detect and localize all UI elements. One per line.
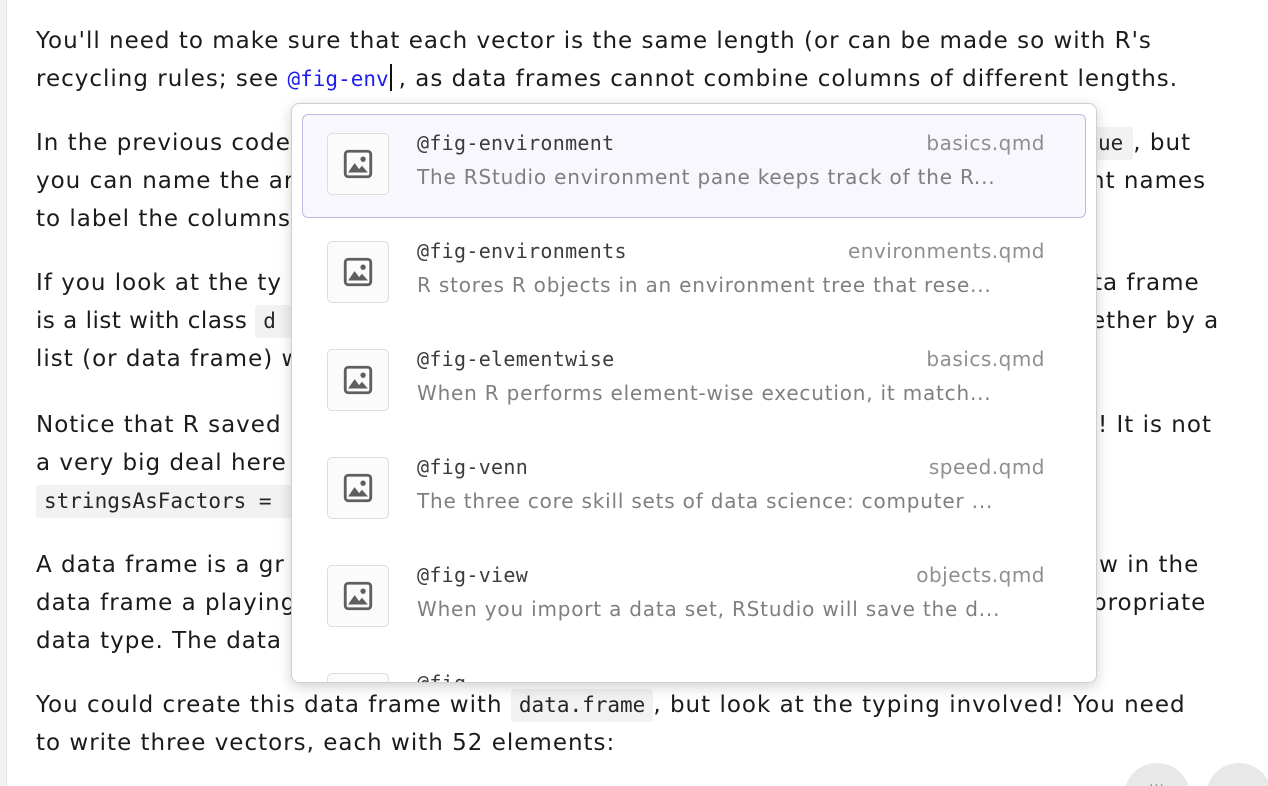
- text-line: recycling rules; see @fig-env , as data f…: [36, 60, 1178, 98]
- text-fragment: recycling rules; see: [36, 66, 288, 92]
- completion-label: @fig-elementwise: [417, 347, 615, 371]
- image-icon: [327, 349, 389, 411]
- text-line: A data frame is a gr: [36, 546, 285, 584]
- completion-item-fig-environment[interactable]: @fig-environment basics.qmd The RStudio …: [302, 114, 1086, 218]
- image-icon: [327, 565, 389, 627]
- text-line: you can name the ar: [36, 162, 294, 200]
- image-icon: [327, 673, 389, 682]
- completion-item-fig-elementwise[interactable]: @fig-elementwise basics.qmd When R perfo…: [302, 330, 1086, 434]
- completion-description: When you import a data set, RStudio will…: [417, 597, 1001, 621]
- text-fragment: ow in the: [1084, 552, 1200, 578]
- inline-code: stringsAsFactors =: [36, 485, 298, 518]
- text-line: to label the columns: [36, 200, 291, 238]
- text-fragment: ta frame: [1093, 270, 1200, 296]
- completion-item-fig-view[interactable]: @fig-view objects.qmd When you import a …: [302, 546, 1086, 650]
- text-line: ta frame: [1093, 264, 1200, 302]
- ellipsis-icon: ...: [1149, 775, 1165, 786]
- text-fragment: propriate: [1092, 590, 1207, 616]
- text-line: to write three vectors, each with 52 ele…: [36, 724, 615, 762]
- completion-description: The RStudio environment pane keeps track…: [417, 165, 996, 189]
- completion-label: @fig-environment: [417, 131, 615, 155]
- text-line: ow in the: [1084, 546, 1199, 584]
- text-fragment: is a list with class: [36, 308, 256, 334]
- completion-item-fig-environments[interactable]: @fig-environments environments.qmd R sto…: [302, 222, 1086, 326]
- image-icon: [327, 241, 389, 303]
- text-fragment: data type. The data: [36, 628, 283, 654]
- completion-label: @fig-venn: [417, 455, 529, 479]
- text-cursor: [389, 64, 392, 91]
- completion-file: basics.qmd: [926, 347, 1045, 371]
- completion-label: @fig-view: [417, 563, 529, 587]
- text-fragment: ether by a: [1091, 308, 1220, 334]
- text-fragment: a very big deal here: [36, 450, 287, 476]
- completion-label: @fig-environments: [417, 239, 627, 263]
- text-fragment: you can name the ar: [36, 168, 295, 194]
- text-line: If you look at the ty: [36, 264, 282, 302]
- completion-item-fig-venn[interactable]: @fig-venn speed.qmd The three core skill…: [302, 438, 1086, 542]
- completion-description: When R performs element-wise execution, …: [417, 381, 992, 405]
- text-fragment: You could create this data frame with: [36, 692, 511, 718]
- text-line: ue, but: [1082, 124, 1191, 162]
- text-line: data frame a playing: [36, 584, 296, 622]
- text-line: stringsAsFactors =: [36, 482, 298, 520]
- text-line: s! It is not: [1085, 406, 1212, 444]
- crossref-token[interactable]: @fig-env: [287, 67, 389, 91]
- completion-description: R stores R objects in an environment tre…: [417, 273, 992, 297]
- completion-label: @fig-: [417, 671, 479, 683]
- text-line: You could create this data frame with da…: [36, 686, 1186, 724]
- text-fragment: list (or data frame) w: [36, 346, 302, 372]
- image-icon: [327, 457, 389, 519]
- text-fragment: nt names: [1090, 168, 1207, 194]
- text-fragment: Notice that R saved: [36, 412, 282, 438]
- text-fragment: , but look at the typing involved! You n…: [653, 692, 1186, 718]
- text-line: In the previous code: [36, 124, 291, 162]
- text-fragment: , as data frames cannot combine columns …: [398, 66, 1179, 92]
- text-line: is a list with class d: [36, 302, 302, 340]
- completion-file: speed.qmd: [928, 455, 1045, 479]
- editor-nav-button[interactable]: [1206, 763, 1268, 786]
- text-fragment: You'll need to make sure that each vecto…: [36, 28, 1152, 54]
- text-line: a very big deal here: [36, 444, 287, 482]
- text-line: data type. The data: [36, 622, 282, 660]
- text-fragment: A data frame is a gr: [36, 552, 285, 578]
- text-fragment: , but: [1133, 130, 1192, 156]
- image-icon: [327, 133, 389, 195]
- completion-file: basics.qmd: [926, 131, 1045, 155]
- completion-file: objects.qmd: [916, 563, 1045, 587]
- text-fragment: s! It is not: [1085, 412, 1212, 438]
- text-line: list (or data frame) w: [36, 340, 301, 378]
- text-fragment: If you look at the ty: [36, 270, 283, 296]
- text-fragment: to label the columns: [36, 206, 292, 232]
- text-line: ether by a: [1091, 302, 1219, 340]
- text-fragment: to write three vectors, each with 52 ele…: [36, 730, 616, 756]
- completion-item-clipped[interactable]: @fig-: [302, 654, 1086, 683]
- pane-edge: [0, 0, 7, 786]
- completion-file: environments.qmd: [847, 239, 1045, 263]
- text-line: Notice that R saved: [36, 406, 282, 444]
- editor-more-button[interactable]: ...: [1124, 763, 1190, 786]
- text-fragment: In the previous code: [36, 130, 291, 156]
- text-line: nt names: [1090, 162, 1206, 200]
- completion-description: The three core skill sets of data scienc…: [417, 489, 994, 513]
- text-fragment: data frame a playing: [36, 590, 297, 616]
- text-line: You'll need to make sure that each vecto…: [36, 22, 1152, 60]
- inline-code: data.frame: [510, 689, 654, 722]
- text-line: propriate: [1092, 584, 1206, 622]
- crossref-completion-popup: @fig-environment basics.qmd The RStudio …: [291, 103, 1097, 683]
